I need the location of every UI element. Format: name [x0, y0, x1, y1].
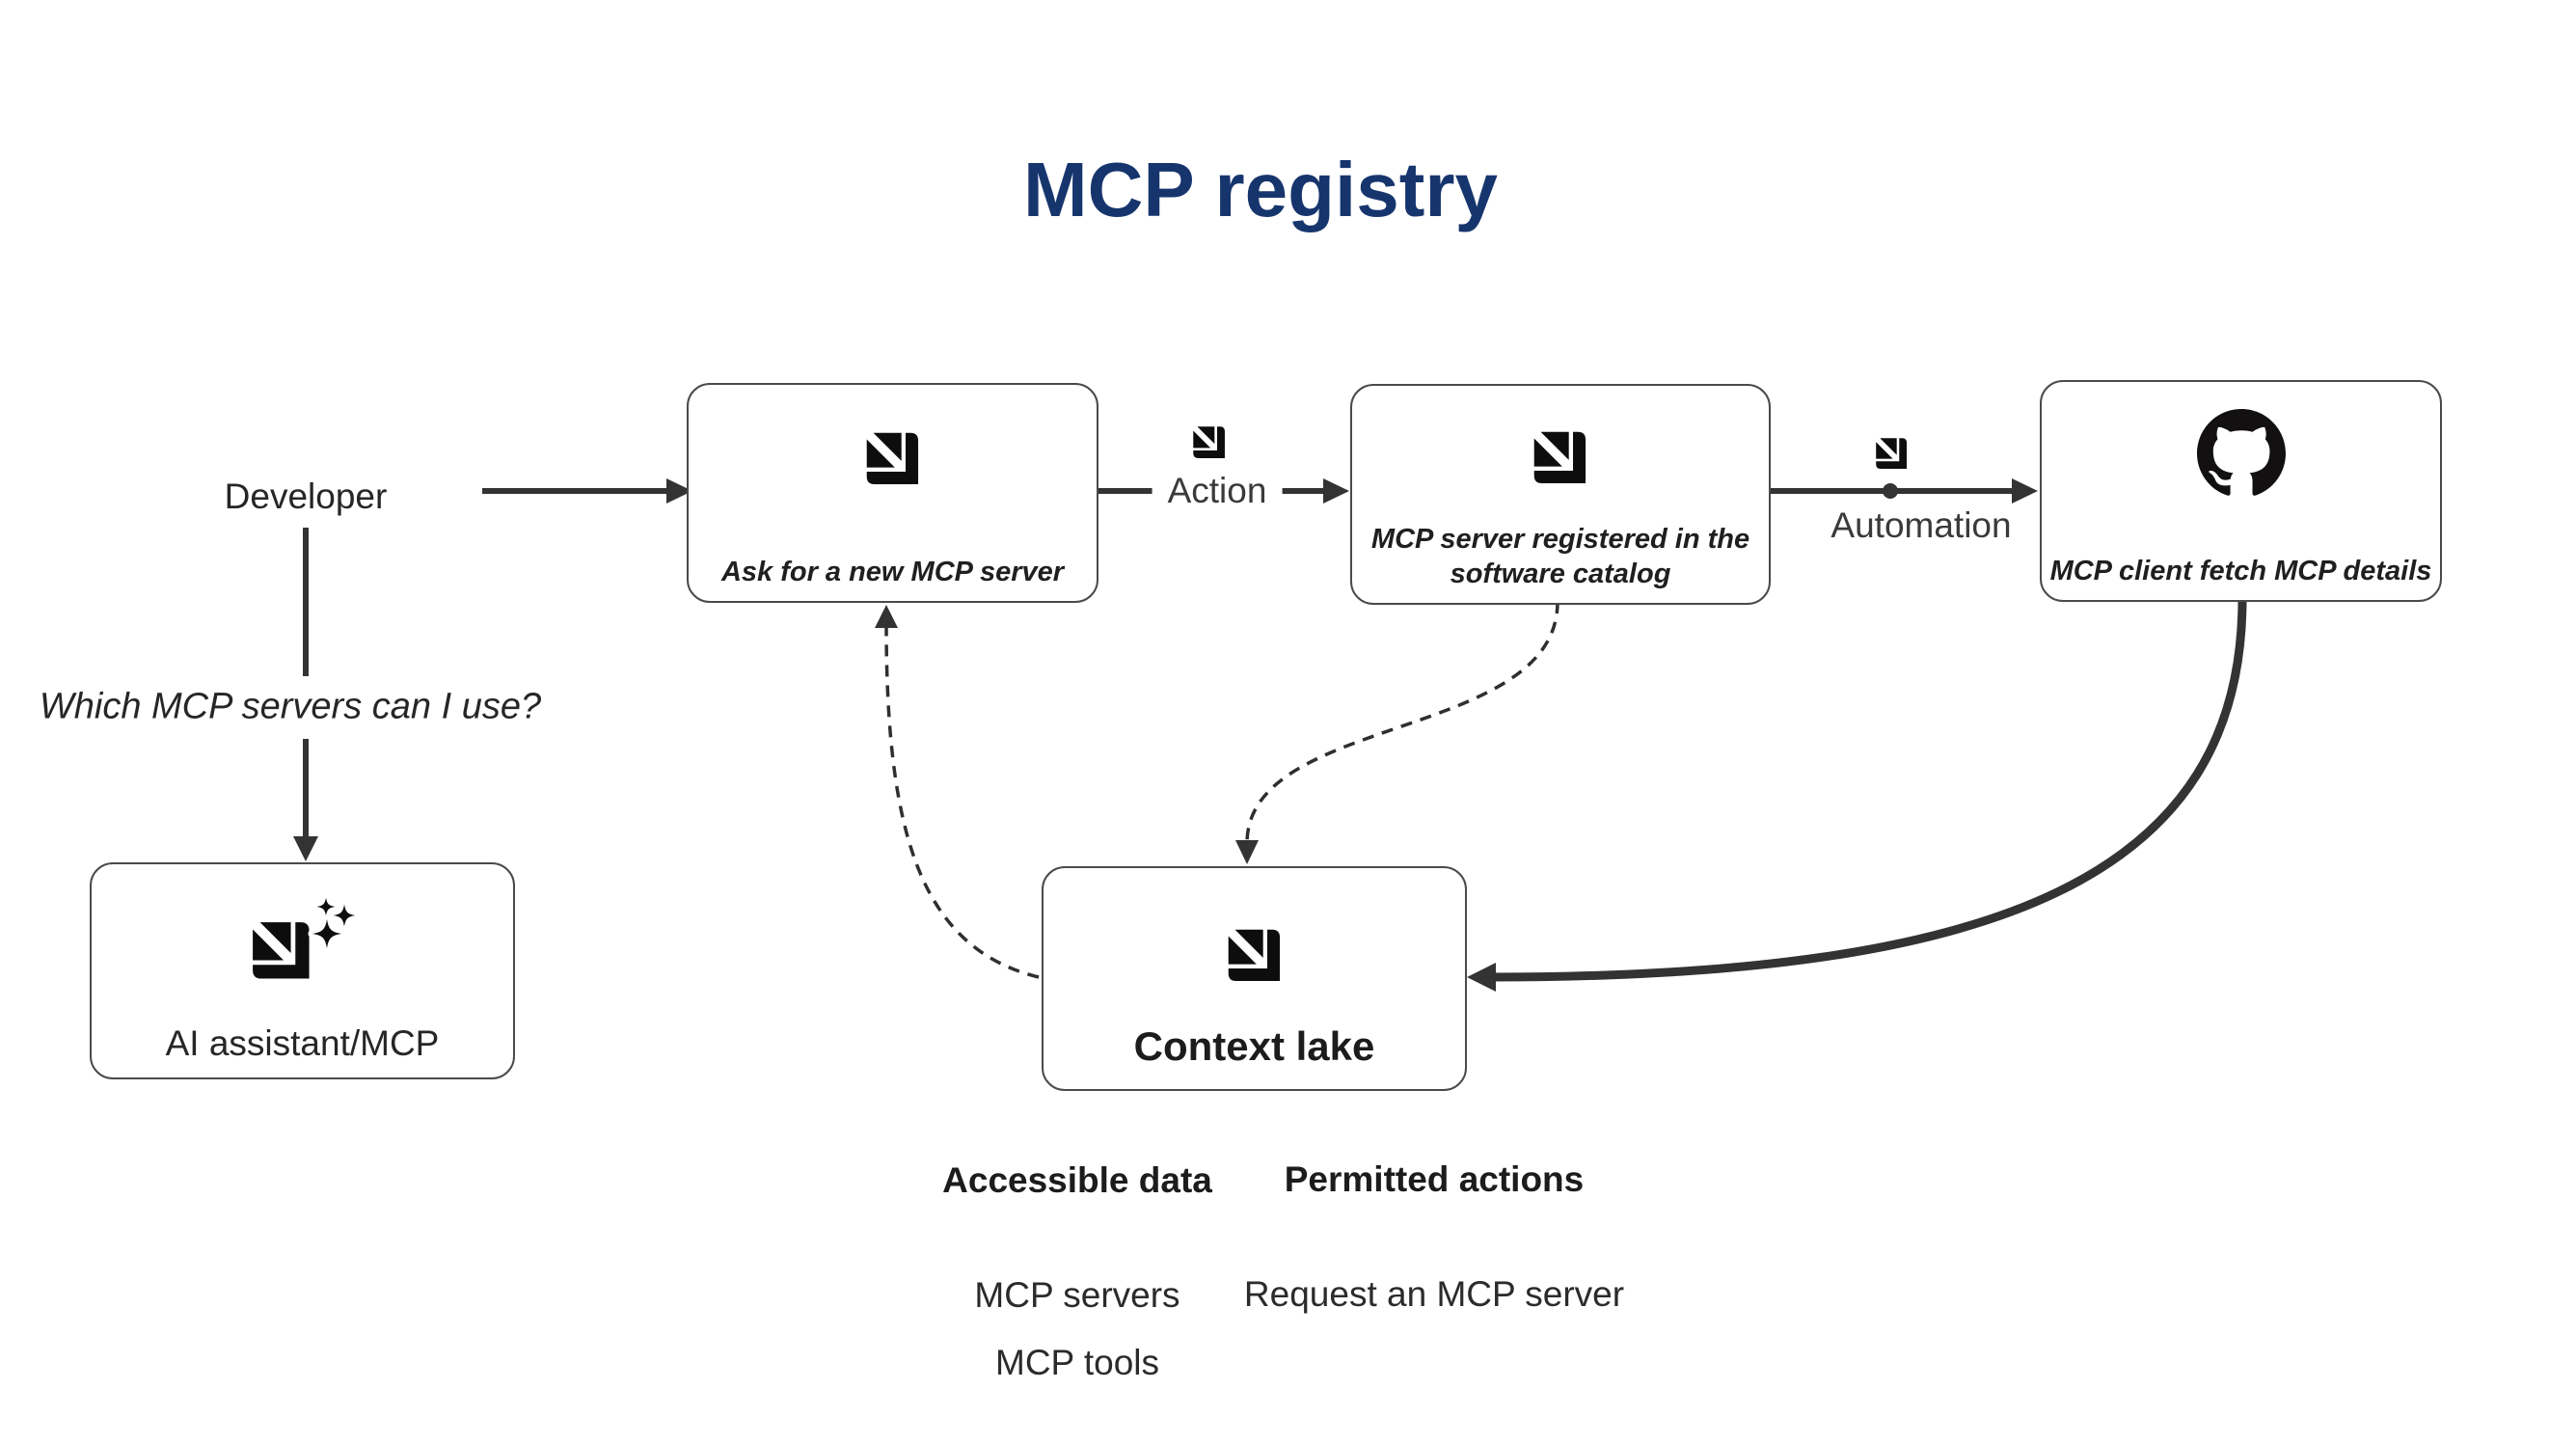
- legend-item-mcp-servers: MCP servers: [974, 1275, 1180, 1315]
- legend-item-mcp-tools: MCP tools: [995, 1343, 1159, 1382]
- automation-edge-label: Automation: [1830, 505, 2012, 545]
- node-context-lake: Context lake: [1042, 866, 1467, 1091]
- arrowhead-action: [1323, 478, 1349, 504]
- legend-header-permitted-actions: Permitted actions: [1284, 1159, 1585, 1199]
- legend-item-request-mcp-server: Request an MCP server: [1243, 1274, 1625, 1314]
- page-title: MCP registry: [1022, 147, 1499, 232]
- developer-question-label: Which MCP servers can I use?: [39, 686, 542, 727]
- automation-mini-port-logo-icon: [1876, 438, 1908, 470]
- node-mcp-server-registered: MCP server registered in the software ca…: [1350, 384, 1771, 605]
- arrowhead-into-ai: [293, 836, 318, 861]
- node-mcp-client-fetch: MCP client fetch MCP details: [2040, 380, 2442, 602]
- arrowhead-dashed-down: [1235, 840, 1259, 864]
- automation-line-dot: [1883, 483, 1898, 499]
- arrowhead-automation: [2012, 478, 2038, 504]
- github-to-context-curve: [1485, 594, 2247, 982]
- arrowhead-into-context: [1467, 963, 1496, 992]
- dashed-edges: [884, 601, 1559, 979]
- node-ai-assistant: AI assistant/MCP: [90, 862, 515, 1079]
- arrowheads: [293, 478, 2038, 992]
- legend-header-accessible-data: Accessible data: [942, 1160, 1212, 1200]
- context-lake-label: Context lake: [1133, 1022, 1375, 1069]
- developer-actor-label: Developer: [224, 477, 388, 516]
- ai-assistant-label: AI assistant/MCP: [165, 1022, 440, 1063]
- port-logo-icon: [863, 429, 923, 489]
- port-logo-sparkles-icon: [252, 895, 357, 979]
- context-to-ask-dashed-curve: [884, 624, 1040, 979]
- arrowhead-dashed-up: [875, 605, 898, 628]
- port-logo-icon: [1531, 428, 1590, 488]
- fetch-box-label: MCP client fetch MCP details: [2049, 555, 2432, 586]
- registered-to-context-dashed-curve: [1245, 601, 1559, 844]
- registered-box-label: MCP server registered in the software ca…: [1370, 523, 1750, 589]
- port-logo-icon: [1225, 926, 1285, 986]
- action-edge-label: Action: [1152, 471, 1283, 511]
- node-ask-for-mcp-server: Ask for a new MCP server: [687, 383, 1098, 603]
- arrowhead-into-ask: [666, 478, 692, 504]
- ask-box-label: Ask for a new MCP server: [720, 556, 1065, 587]
- action-mini-port-logo-icon: [1193, 426, 1225, 458]
- github-icon: [2197, 409, 2286, 498]
